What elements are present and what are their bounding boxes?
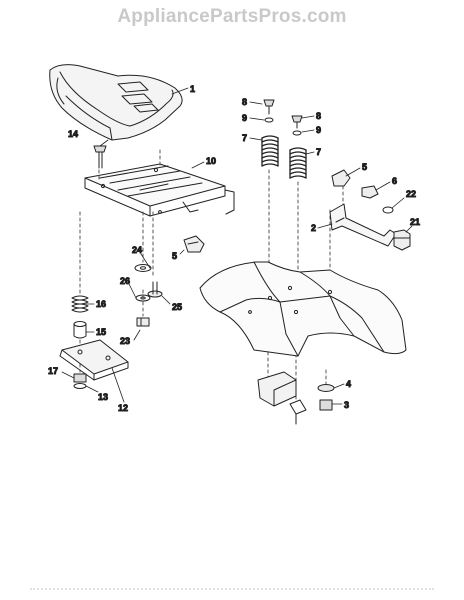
callout-14: 14	[68, 129, 78, 139]
spring-part-7-right	[289, 147, 307, 179]
callout-21: 21	[410, 217, 420, 227]
nut-part-6	[361, 185, 379, 199]
washer-part-24	[134, 264, 152, 272]
washer-part-9-right	[292, 130, 302, 136]
callout-25: 25	[172, 302, 182, 312]
watermark-text: AppliancePartsPros.com	[117, 6, 347, 27]
callout-3: 3	[344, 400, 349, 410]
callout-8-right: 8	[316, 111, 321, 121]
washer-part-22	[382, 206, 394, 214]
bracket-part-12	[59, 339, 129, 381]
callout-9-left: 9	[242, 113, 247, 123]
callout-15: 15	[96, 327, 106, 337]
washer-part-9-left	[264, 117, 274, 123]
callout-16: 16	[96, 299, 106, 309]
callout-8-left: 8	[242, 97, 247, 107]
callout-10: 10	[206, 156, 216, 166]
footer-divider	[30, 588, 434, 593]
callout-9-right: 9	[316, 125, 321, 135]
callout-1: 1	[190, 84, 195, 94]
spacer-part-15	[73, 321, 87, 339]
callout-2: 2	[311, 223, 316, 233]
bolt-part-8-right	[291, 115, 303, 129]
bolt-part-3	[319, 399, 333, 411]
callout-leader-lines	[61, 87, 413, 405]
callout-4: 4	[346, 379, 351, 389]
clip-part-5-right	[331, 169, 351, 187]
callout-17: 17	[48, 366, 58, 376]
lower-bracket	[257, 371, 307, 425]
washer-part-4	[317, 384, 335, 392]
nut-part-17	[73, 373, 87, 383]
callout-7-left: 7	[242, 133, 247, 143]
callout-6: 6	[392, 176, 397, 186]
callout-24: 24	[132, 245, 142, 255]
assembly-guide-lines-left	[79, 149, 161, 373]
bracket-part-2	[329, 203, 397, 247]
callout-7-right: 7	[316, 147, 321, 157]
nut-part-23	[136, 317, 150, 327]
callout-26: 26	[120, 276, 130, 286]
knob-part-21	[393, 229, 411, 251]
callout-22: 22	[406, 189, 416, 199]
callout-13: 13	[98, 392, 108, 402]
fender-chassis	[199, 261, 407, 357]
callout-23: 23	[120, 336, 130, 346]
callout-5-left: 5	[172, 251, 177, 261]
callout-labels: 1 2 3 4 5 5 6 7 7 8 8 9 9 10 12 13 14 15…	[48, 84, 421, 414]
spring-part-16	[71, 295, 89, 313]
bolt-part-8-left	[263, 99, 275, 115]
seat-plate-part	[84, 163, 235, 217]
bolt-part-25	[147, 281, 163, 298]
callout-5-right: 5	[362, 162, 367, 172]
bolt-part-14	[93, 145, 107, 169]
clip-part-5-left	[183, 235, 205, 253]
seat-part	[49, 64, 183, 141]
washer-part-13	[73, 383, 87, 389]
spring-part-7-left	[261, 135, 279, 167]
callout-12: 12	[118, 403, 128, 413]
